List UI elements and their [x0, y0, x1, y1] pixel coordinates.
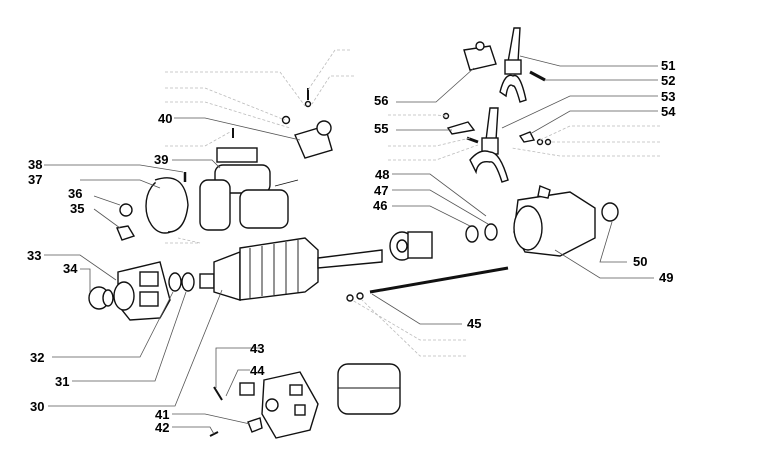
label-46[interactable]: 46 — [373, 198, 387, 213]
part-50-bush[interactable] — [601, 202, 619, 222]
part-44-brush[interactable] — [239, 382, 255, 396]
label-43[interactable]: 43 — [250, 341, 264, 356]
part-30-armature[interactable] — [199, 237, 383, 301]
label-55[interactable]: 55 — [374, 121, 388, 136]
part-51-fork-lever[interactable] — [499, 27, 527, 103]
label-48[interactable]: 48 — [375, 167, 389, 182]
part-32-washer[interactable] — [168, 272, 182, 292]
label-38[interactable]: 38 — [28, 157, 42, 172]
label-49[interactable]: 49 — [659, 270, 673, 285]
label-40[interactable]: 40 — [158, 111, 172, 126]
label-34[interactable]: 34 — [63, 261, 78, 276]
leader-lines — [44, 55, 658, 435]
label-54[interactable]: 54 — [661, 104, 676, 119]
label-41[interactable]: 41 — [155, 407, 169, 422]
part-47-washer[interactable] — [465, 225, 479, 243]
part-brush-plate[interactable] — [261, 371, 319, 439]
part-35-clip[interactable] — [116, 225, 136, 241]
label-50[interactable]: 50 — [633, 254, 647, 269]
part-49-drive-housing[interactable] — [513, 185, 596, 257]
faint-leader-lines — [165, 49, 660, 357]
label-56[interactable]: 56 — [374, 93, 388, 108]
part-34-bush[interactable] — [88, 286, 114, 310]
part-37-cover-band[interactable] — [145, 177, 189, 234]
label-52[interactable]: 52 — [661, 73, 675, 88]
part-labels: 30 31 32 33 34 35 36 37 38 39 40 41 42 4… — [27, 58, 676, 435]
part-43-screw[interactable] — [213, 386, 223, 401]
label-37[interactable]: 37 — [28, 172, 42, 187]
label-31[interactable]: 31 — [55, 374, 69, 389]
label-36[interactable]: 36 — [68, 186, 82, 201]
label-33[interactable]: 33 — [27, 248, 41, 263]
part-46-drive-pinion[interactable] — [389, 231, 433, 261]
part-33-end-cover[interactable] — [113, 261, 171, 321]
part-56-switch[interactable] — [463, 41, 497, 71]
part-52-pin[interactable] — [529, 70, 546, 82]
part-54-pivot[interactable] — [518, 131, 552, 146]
label-44[interactable]: 44 — [250, 363, 265, 378]
part-36-grommet[interactable] — [119, 203, 133, 217]
label-45[interactable]: 45 — [467, 316, 481, 331]
label-35[interactable]: 35 — [70, 201, 84, 216]
label-30[interactable]: 30 — [30, 399, 44, 414]
part-55-bracket[interactable] — [442, 112, 479, 144]
label-53[interactable]: 53 — [661, 89, 675, 104]
part-45-through-bolt[interactable] — [346, 266, 509, 302]
part-31-washer[interactable] — [181, 272, 195, 292]
part-41-brush[interactable] — [247, 417, 263, 433]
label-47[interactable]: 47 — [374, 183, 388, 198]
part-40-terminal-block[interactable] — [216, 88, 333, 163]
part-53-fork-lever[interactable] — [469, 107, 509, 183]
part-field-coils-lower[interactable] — [337, 363, 401, 415]
label-32[interactable]: 32 — [30, 350, 44, 365]
label-51[interactable]: 51 — [661, 58, 675, 73]
part-39-field-coils[interactable] — [199, 164, 299, 231]
part-48-washer[interactable] — [484, 223, 498, 241]
label-42[interactable]: 42 — [155, 420, 169, 435]
label-39[interactable]: 39 — [154, 152, 168, 167]
